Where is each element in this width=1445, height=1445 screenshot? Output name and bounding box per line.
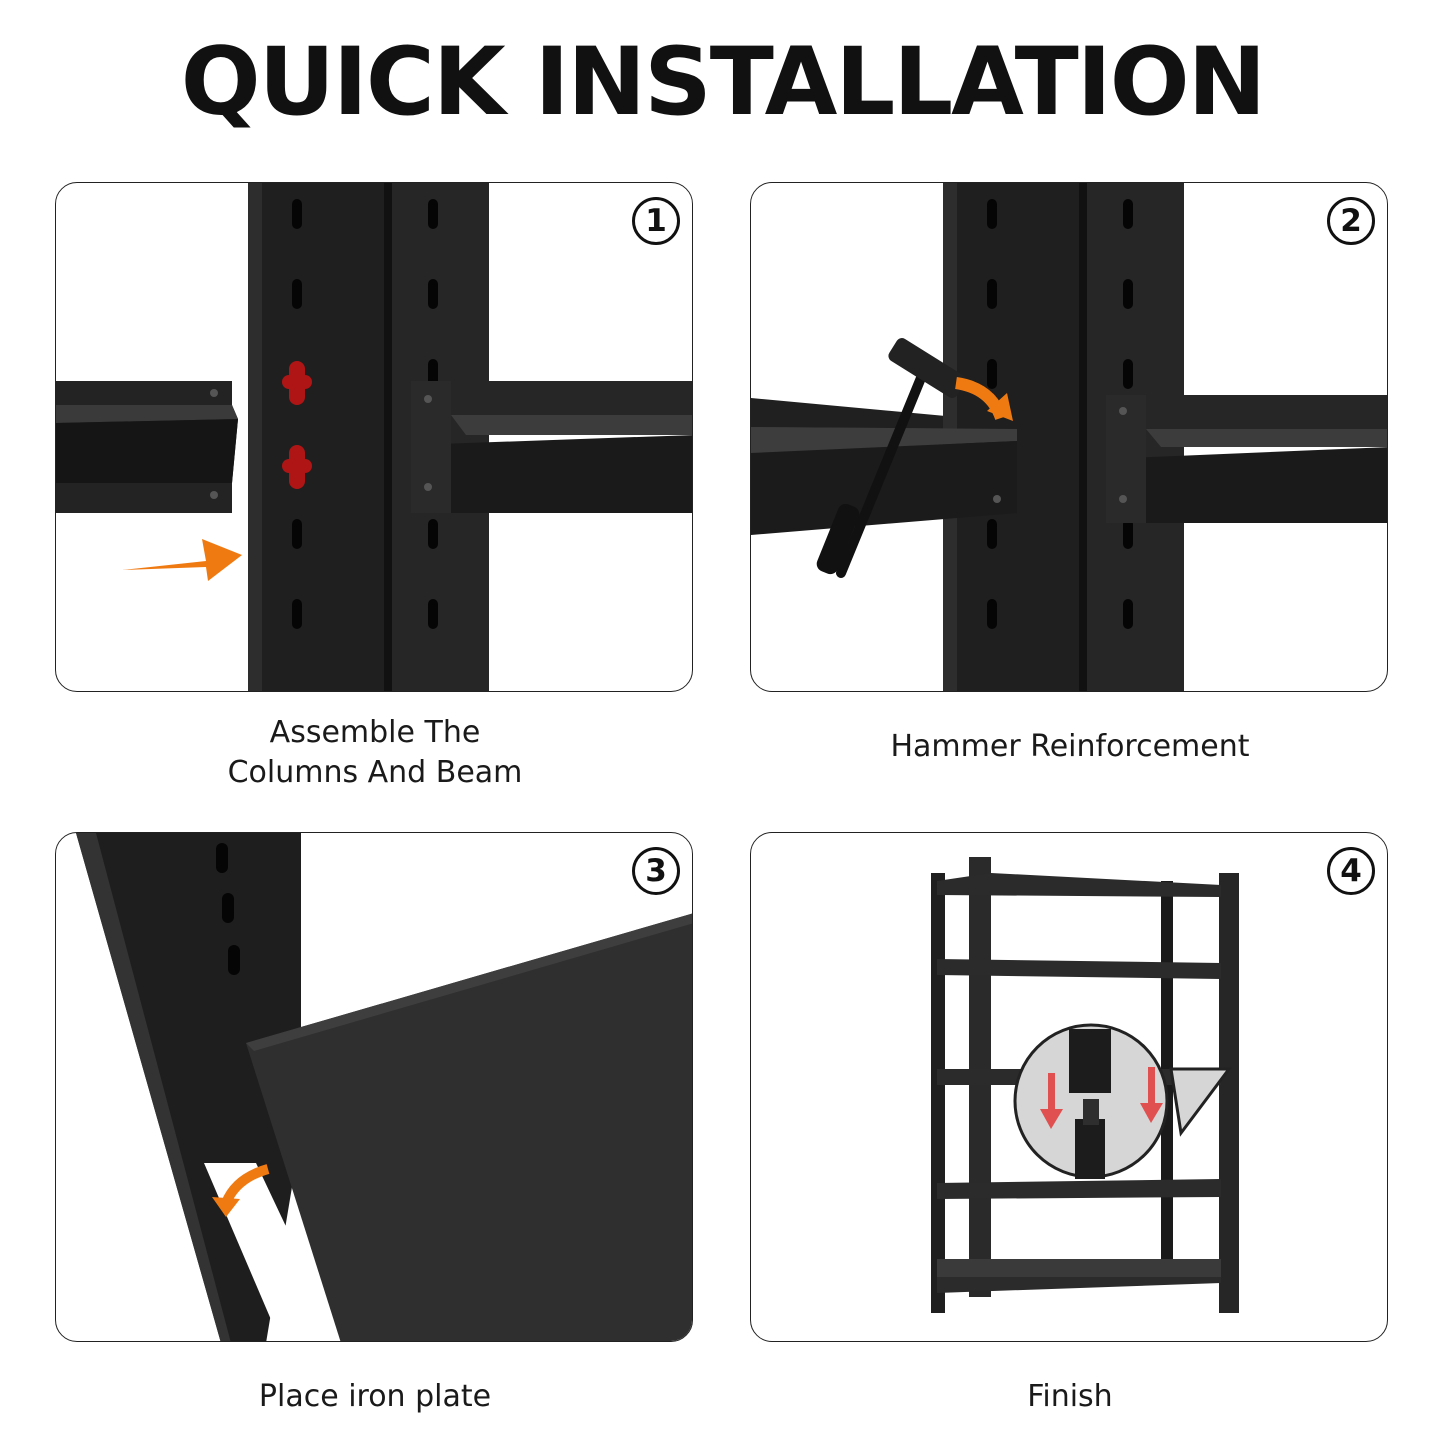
step-2-caption: Hammer Reinforcement [890, 729, 1250, 764]
step-2-panel: 2 [750, 182, 1388, 692]
shelf-unit-icon [931, 857, 1239, 1313]
step-2-illustration [751, 183, 1387, 691]
step-1-badge: 1 [632, 197, 680, 245]
step-2-badge: 2 [1327, 197, 1375, 245]
step-1-caption: Assemble The Columns And Beam [227, 715, 523, 790]
step-4-caption: Finish [1027, 1379, 1113, 1414]
step-1-illustration [56, 183, 692, 691]
step-3-badge: 3 [632, 847, 680, 895]
step-3-caption: Place iron plate [258, 1379, 492, 1414]
step-4-panel: 4 [750, 832, 1388, 1342]
connector-detail-icon [1013, 1023, 1232, 1179]
step-4-badge: 4 [1327, 847, 1375, 895]
step-1-panel: 1 [55, 182, 693, 692]
page-title: QUICK INSTALLATION [180, 28, 1267, 137]
step-3-panel: 3 [55, 832, 693, 1342]
arrow-right-icon [122, 539, 242, 581]
step-4-illustration [931, 857, 1239, 1313]
step-3-illustration [76, 833, 692, 1341]
curved-arrow-icon [212, 1164, 270, 1217]
hammer-icon [816, 338, 966, 578]
